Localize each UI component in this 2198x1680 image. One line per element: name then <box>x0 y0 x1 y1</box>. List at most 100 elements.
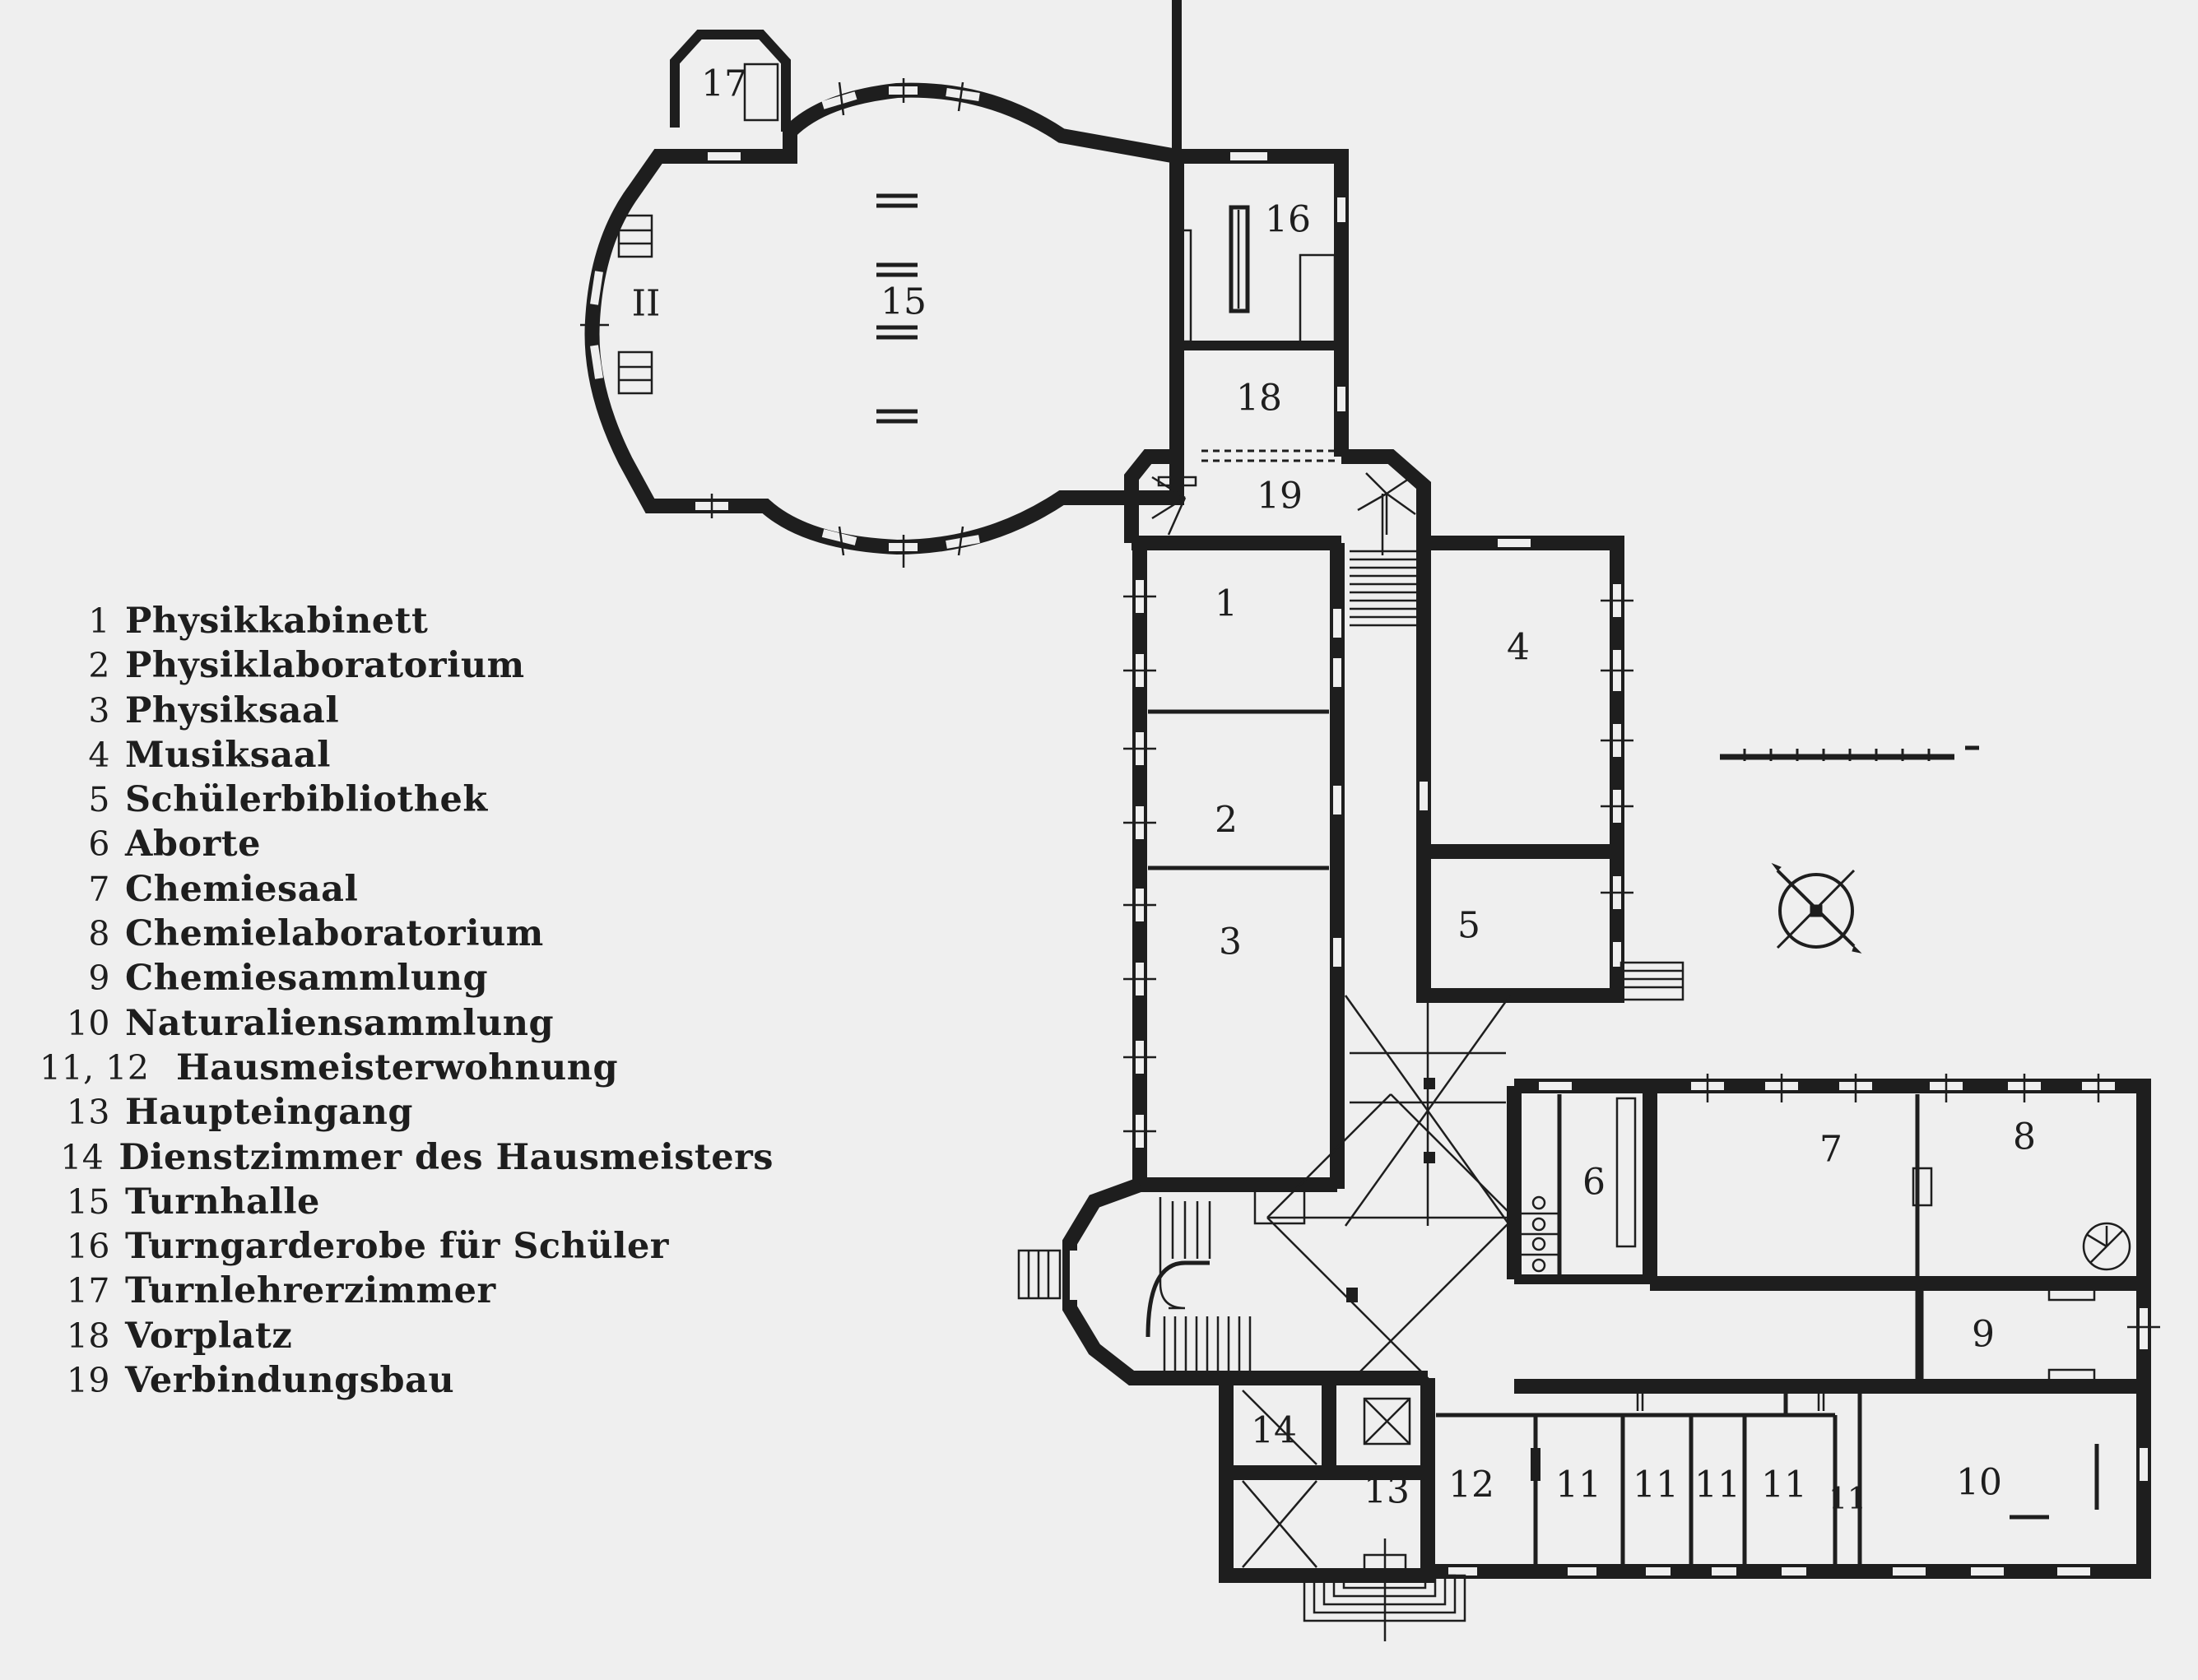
pillar <box>1346 1288 1358 1302</box>
wall-bars <box>617 214 653 395</box>
legend-number: 17 <box>66 1271 110 1311</box>
room-label-11: 11 <box>1761 1464 1807 1506</box>
spiral-stair <box>1148 476 1197 536</box>
room-label-16: 16 <box>1265 199 1311 241</box>
legend-number: 11, 12 <box>39 1047 150 1088</box>
room-label-4: 4 <box>1507 627 1530 669</box>
legend-number: 19 <box>66 1361 110 1401</box>
legend-item: 19 Verbindungsbau <box>33 1358 774 1403</box>
legend-label: Physiksaal <box>125 689 340 731</box>
legend-number: 16 <box>66 1227 110 1267</box>
legend-item: 2 Physiklaboratorium <box>33 643 774 688</box>
legend-number: 9 <box>88 958 110 999</box>
room-label-7: 7 <box>1819 1129 1843 1171</box>
window-ticks <box>1706 1074 2100 1102</box>
room-label-11: 11 <box>1829 1483 1866 1516</box>
room-label-14: 14 <box>1251 1410 1297 1452</box>
legend-label: Aborte <box>125 824 261 866</box>
legend-number: 7 <box>88 869 110 909</box>
pillar <box>1424 1078 1435 1089</box>
toilet-stalls <box>1518 1195 1559 1273</box>
main-entrance: 14 13 <box>1219 1371 1466 1641</box>
legend-label: Haupteingang <box>125 1092 413 1134</box>
legend-label: Turnhalle <box>125 1181 320 1223</box>
stove <box>1531 1448 1540 1481</box>
room-label-5: 5 <box>1457 905 1480 947</box>
rooms-1-2-3: 1 2 3 <box>1123 543 1345 1192</box>
legend-number: 6 <box>88 824 110 865</box>
legend-number: 18 <box>66 1316 110 1356</box>
rooms-16-18: 16 18 <box>1172 0 1349 457</box>
legend-item: 8 Chemielaboratorium <box>33 912 774 956</box>
legend-item: 6 Aborte <box>33 822 774 866</box>
corridor-marks <box>1636 1392 1825 1411</box>
gym-apparatus <box>876 193 918 424</box>
room-label-13: 13 <box>1364 1470 1410 1512</box>
legend-number: 10 <box>66 1003 110 1043</box>
legend-number: 8 <box>88 914 110 954</box>
entrance-hall <box>1017 995 1515 1385</box>
scale-bar <box>1720 745 1979 761</box>
legend-number: 15 <box>66 1181 110 1222</box>
curved-stair <box>1145 1197 1252 1374</box>
room-label-11: 11 <box>1633 1464 1679 1506</box>
room-label-8: 8 <box>2013 1116 2036 1158</box>
legend-item: 17 Turnlehrerzimmer <box>33 1269 774 1313</box>
legend-item: 11, 12 Hausmeisterwohnung <box>33 1046 774 1090</box>
side-steps <box>1619 961 1685 1001</box>
room-label-11: 11 <box>1694 1464 1740 1506</box>
main-stair-corridor <box>1350 494 1420 627</box>
legend-label: Musiksaal <box>125 734 331 776</box>
legend-number: 1 <box>88 601 110 641</box>
legend-number: 5 <box>88 780 110 820</box>
legend-number: 13 <box>66 1093 110 1133</box>
legend-number: 14 <box>60 1137 105 1177</box>
rooms-4-5: 4 5 <box>1416 536 1685 1003</box>
room-label-12: 12 <box>1448 1464 1494 1506</box>
window-ticks <box>1123 595 1156 1133</box>
room-label-6: 6 <box>1582 1162 1606 1204</box>
connector-19: 19 <box>1124 449 1431 550</box>
legend-label: Physiklaboratorium <box>125 645 525 687</box>
legend-label: Turnlehrerzimmer <box>125 1270 496 1312</box>
room-label-11: 11 <box>1555 1464 1601 1506</box>
legend-label: Chemiesaal <box>125 868 359 910</box>
legend-label: Chemielaboratorium <box>125 913 544 955</box>
legend-item: 5 Schülerbibliothek <box>33 777 774 822</box>
legend-item: 16 Turngarderobe für Schüler <box>33 1224 774 1269</box>
legend-item: 10 Naturaliensammlung <box>33 1001 774 1046</box>
stair-turret-lines <box>1357 472 1416 535</box>
room-17: 17 <box>670 30 791 132</box>
legend-label: Turngarderobe für Schüler <box>125 1226 669 1268</box>
room-label-10: 10 <box>1956 1462 2002 1504</box>
room-label-2: 2 <box>1215 800 1238 842</box>
stair-treads <box>1350 494 1420 627</box>
room-label-1: 1 <box>1215 583 1238 625</box>
legend-label: Physikkabinett <box>125 601 429 642</box>
room-label-18: 18 <box>1236 378 1282 420</box>
legend-number: 2 <box>88 646 110 686</box>
room-10-furniture <box>2010 1444 2099 1520</box>
room-label-3: 3 <box>1219 921 1242 963</box>
east-windows <box>1420 539 1621 967</box>
east-wing: 6 <box>1425 1074 2160 1579</box>
legend-item: 1 Physikkabinett <box>33 599 774 643</box>
room-label-9: 9 <box>1972 1314 1995 1356</box>
south-windows <box>1448 1448 2148 1576</box>
legend-label: Hausmeisterwohnung <box>176 1047 619 1088</box>
gym-window-ticks <box>580 78 964 568</box>
entrance-steps <box>1303 1538 1466 1641</box>
legend-label: Naturaliensammlung <box>125 1002 555 1044</box>
window-ticks <box>1601 599 1633 894</box>
legend-label: Verbindungsbau <box>125 1360 455 1402</box>
legend-item: 15 Turnhalle <box>33 1180 774 1224</box>
pillar <box>1424 1152 1435 1163</box>
legend-item: 13 Haupteingang <box>33 1090 774 1135</box>
legend-label: Schülerbibliothek <box>125 779 488 821</box>
